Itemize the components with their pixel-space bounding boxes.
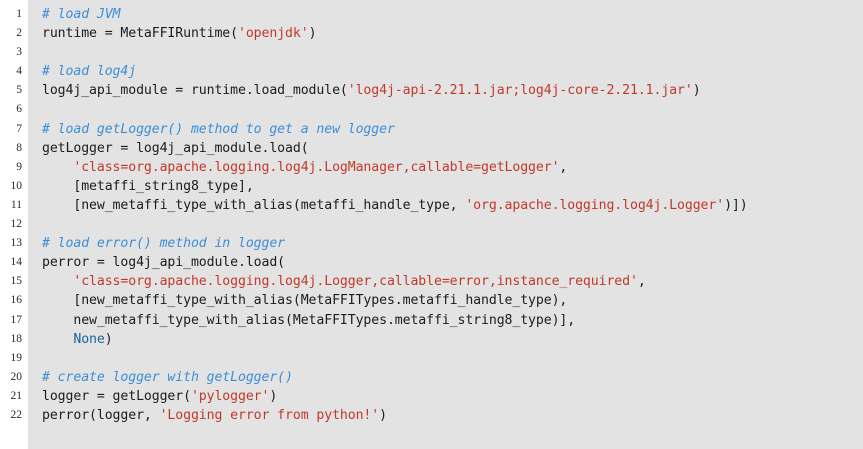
line-number: 12	[10, 218, 23, 231]
line-number: 16	[10, 294, 23, 307]
code-line[interactable]: None)	[42, 330, 863, 349]
token-plain: runtime = MetaFFIRuntime(	[42, 26, 238, 42]
code-line[interactable]: logger = getLogger('pylogger')	[42, 387, 863, 406]
token-plain	[42, 332, 73, 347]
code-line[interactable]: # load JVM	[42, 5, 863, 24]
code-line[interactable]: # create logger with getLogger()	[42, 368, 863, 387]
token-keyword: None	[73, 331, 105, 347]
token-plain: logger = getLogger(	[42, 388, 191, 404]
line-number: 14	[10, 256, 23, 269]
token-plain	[42, 160, 73, 175]
line-number: 9	[16, 160, 22, 173]
token-plain: new_metaffi_type_with_alias(MetaFFITypes…	[42, 312, 576, 328]
line-number: 10	[10, 179, 23, 192]
code-line[interactable]	[42, 215, 863, 234]
token-plain: getLogger = log4j_api_module.load(	[42, 140, 309, 156]
line-number: 22	[10, 408, 23, 421]
token-comment: # load getLogger() method to get a new l…	[42, 121, 395, 137]
line-number: 19	[10, 351, 23, 364]
token-plain: )	[308, 26, 317, 42]
code-line[interactable]	[42, 349, 863, 368]
token-string: 'Logging error from python!'	[159, 407, 380, 423]
token-string: 'log4j-api-2.21.1.jar;log4j-core-2.21.1.…	[347, 83, 693, 99]
code-line[interactable]: perror = log4j_api_module.load(	[42, 253, 863, 272]
code-area[interactable]: # load JVM runtime = MetaFFIRuntime('open…	[28, 0, 863, 449]
token-plain: [metaffi_string8_type],	[42, 178, 254, 194]
token-string: 'openjdk'	[238, 26, 309, 42]
code-line[interactable]: new_metaffi_type_with_alias(MetaFFITypes…	[42, 311, 863, 330]
line-number: 21	[10, 389, 23, 402]
token-plain: ,	[559, 159, 568, 175]
code-line[interactable]: # load log4j	[42, 62, 863, 81]
token-plain: )	[104, 331, 113, 347]
line-number: 11	[10, 198, 22, 211]
token-plain: )	[692, 83, 701, 99]
token-plain: perror(logger,	[42, 407, 160, 423]
line-number: 20	[10, 370, 23, 383]
token-plain: ,	[637, 274, 646, 290]
token-plain: )])	[724, 197, 748, 213]
code-line[interactable]: getLogger = log4j_api_module.load(	[42, 139, 863, 158]
code-line[interactable]: [metaffi_string8_type],	[42, 177, 863, 196]
line-number: 2	[16, 27, 22, 40]
line-number: 7	[16, 122, 22, 135]
token-plain: log4j_api_module = runtime.load_module(	[42, 83, 348, 99]
code-line[interactable]: # load error() method in logger	[42, 234, 863, 253]
token-plain: )	[379, 407, 387, 423]
line-number: 8	[16, 141, 22, 154]
code-line[interactable]: 'class=org.apache.logging.log4j.Logger,c…	[42, 272, 863, 291]
line-number: 18	[10, 332, 23, 345]
line-number: 4	[16, 65, 22, 78]
code-line[interactable]: runtime = MetaFFIRuntime('openjdk')	[42, 24, 863, 43]
token-plain: perror = log4j_api_module.load(	[42, 255, 286, 271]
code-line[interactable]: log4j_api_module = runtime.load_module('…	[42, 81, 863, 100]
code-line[interactable]: [new_metaffi_type_with_alias(metaffi_han…	[42, 196, 863, 215]
token-string: 'pylogger'	[190, 388, 270, 404]
code-line[interactable]: # load getLogger() method to get a new l…	[42, 120, 863, 139]
code-line[interactable]: [new_metaffi_type_with_alias(MetaFFIType…	[42, 291, 863, 310]
token-string: 'class=org.apache.logging.log4j.LogManag…	[73, 159, 560, 175]
line-number: 5	[16, 84, 22, 97]
line-number: 13	[10, 237, 23, 250]
token-comment: # load JVM	[42, 7, 121, 22]
token-plain: [new_metaffi_type_with_alias(metaffi_han…	[42, 197, 466, 213]
token-string: 'org.apache.logging.log4j.Logger'	[465, 197, 725, 213]
token-comment: # load error() method in logger	[42, 236, 286, 252]
code-line[interactable]: 'class=org.apache.logging.log4j.LogManag…	[42, 158, 863, 177]
token-plain: [new_metaffi_type_with_alias(MetaFFIType…	[42, 293, 568, 309]
token-plain: )	[269, 388, 278, 404]
code-line[interactable]	[42, 43, 863, 62]
token-comment: # load log4j	[42, 64, 137, 80]
line-number: 17	[10, 313, 23, 326]
code-line[interactable]	[42, 100, 863, 119]
token-string: 'class=org.apache.logging.log4j.Logger,c…	[73, 274, 638, 290]
line-number: 6	[16, 103, 22, 116]
line-number: 3	[16, 46, 22, 59]
code-line[interactable]: perror(logger, 'Logging error from pytho…	[42, 406, 863, 425]
line-number: 1	[16, 8, 22, 20]
token-comment: # create logger with getLogger()	[42, 369, 293, 385]
line-number: 15	[10, 275, 23, 288]
token-plain	[42, 274, 73, 289]
